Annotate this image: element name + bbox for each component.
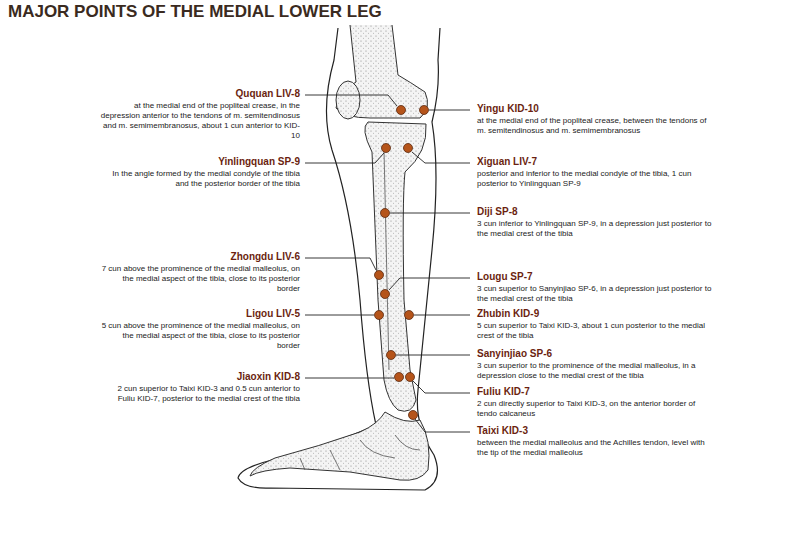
point-name: Fuliu KID-7 xyxy=(477,386,530,398)
point-description: 3 cun superior to Sanyinjiao SP-6, in a … xyxy=(477,284,717,304)
point-name: Taixi KID-3 xyxy=(477,425,528,437)
point-description: 2 cun directly superior to Taixi KID-3, … xyxy=(477,399,717,419)
point-name: Ququan LIV-8 xyxy=(236,88,300,100)
point-name: Sanyinjiao SP-6 xyxy=(477,348,552,360)
point-description: 3 cun superior to the prominence of the … xyxy=(477,361,717,381)
point-name: Diji SP-8 xyxy=(477,206,518,218)
point-description: 3 cun inferior to Yinlingquan SP-9, in a… xyxy=(477,219,717,239)
femur xyxy=(336,25,428,118)
point-name: Jiaoxin KID-8 xyxy=(237,371,300,383)
point-description: posterior and inferior to the medial con… xyxy=(477,169,717,189)
tibial-crest xyxy=(384,150,389,370)
foot-bones xyxy=(250,412,429,480)
point-name: Yinlingquan SP-9 xyxy=(218,156,300,168)
bone-joints xyxy=(300,435,420,470)
point-description: between the medial malleolus and the Ach… xyxy=(477,438,717,458)
point-description: 5 cun superior to Taixi KID-3, about 1 c… xyxy=(477,321,717,341)
point-description: In the angle formed by the medial condyl… xyxy=(100,169,300,189)
diagram-title: MAJOR POINTS OF THE MEDIAL LOWER LEG xyxy=(8,2,382,22)
patella xyxy=(336,81,360,119)
point-description: 2 cun superior to Taixi KID-3 and 0.5 cu… xyxy=(100,384,300,404)
point-name: Yingu KID-10 xyxy=(477,103,539,115)
point-description: at the medial end of the popliteal creas… xyxy=(477,116,717,136)
point-name: Xiguan LIV-7 xyxy=(477,156,537,168)
acupoint-dots xyxy=(375,106,429,420)
point-name: Ligou LIV-5 xyxy=(246,308,300,320)
point-description: 5 cun above the prominence of the medial… xyxy=(100,321,300,351)
point-name: Zhubin KID-9 xyxy=(477,308,539,320)
point-description: at the medial end of the popliteal creas… xyxy=(100,101,300,141)
point-description: 7 cun above the prominence of the medial… xyxy=(100,264,300,294)
point-name: Lougu SP-7 xyxy=(477,271,533,283)
point-name: Zhongdu LIV-6 xyxy=(231,251,300,263)
leader-lines xyxy=(305,95,470,432)
